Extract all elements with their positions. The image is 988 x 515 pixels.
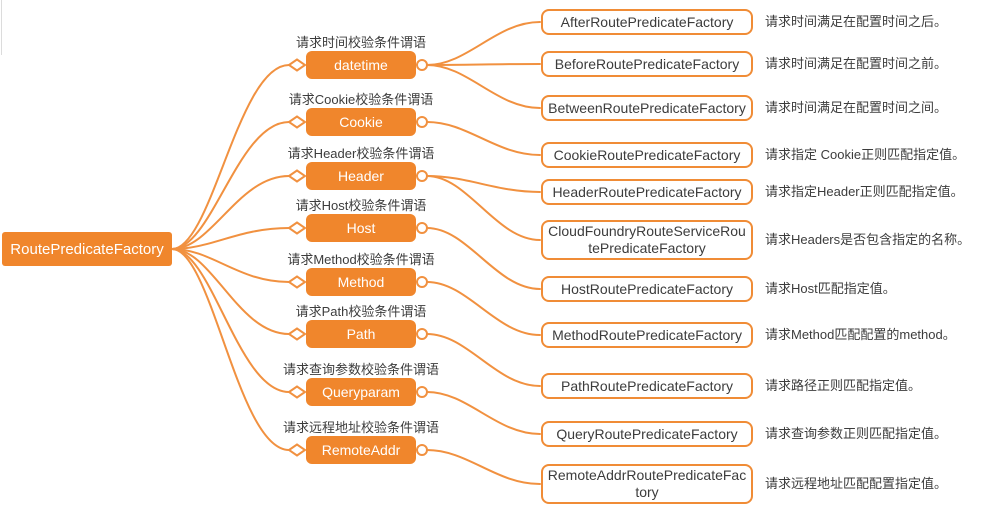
leaf-node-between[interactable]: BetweenRoutePredicateFactory — [541, 95, 753, 121]
root-connector-edges — [171, 64, 290, 451]
branch-connector-edges — [426, 21, 541, 485]
leaf-node-header[interactable]: HeaderRoutePredicateFactory — [541, 179, 753, 205]
branch-node-path[interactable]: Path — [306, 320, 416, 348]
leaf-description-remoteaddr: 请求远程地址匹配配置指定值。 — [765, 476, 948, 491]
branch-node-header[interactable]: Header — [306, 162, 416, 190]
leaf-node-path[interactable]: PathRoutePredicateFactory — [541, 373, 753, 399]
branch-caption-datetime: 请求时间校验条件谓语 — [295, 35, 427, 50]
leaf-description-query: 请求查询参数正则匹配指定值。 — [765, 426, 948, 441]
leaf-description-host: 请求Host匹配指定值。 — [765, 281, 896, 296]
leaf-node-before[interactable]: BeforeRoutePredicateFactory — [541, 51, 753, 77]
leaf-node-cloudfoundry[interactable]: CloudFoundryRouteServiceRoutePredicateFa… — [541, 220, 753, 260]
leaf-node-cookie[interactable]: CookieRoutePredicateFactory — [541, 142, 753, 168]
diamond-connector-icon — [287, 58, 307, 457]
screen-edge-artifact — [1, 0, 2, 55]
branch-node-remoteaddr[interactable]: RemoteAddr — [306, 436, 416, 464]
branch-node-method[interactable]: Method — [306, 268, 416, 296]
leaf-description-path: 请求路径正则匹配指定值。 — [765, 378, 922, 393]
branch-caption-queryparam: 请求查询参数校验条件谓语 — [282, 362, 440, 377]
branch-caption-remoteaddr: 请求远程地址校验条件谓语 — [282, 420, 440, 435]
leaf-description-header: 请求指定Header正则匹配指定值。 — [765, 184, 964, 199]
branch-caption-header: 请求Header校验条件谓语 — [287, 146, 435, 161]
branch-caption-path: 请求Path校验条件谓语 — [295, 304, 427, 319]
leaf-node-after[interactable]: AfterRoutePredicateFactory — [541, 9, 753, 35]
leaf-node-remoteaddr[interactable]: RemoteAddrRoutePredicateFactory — [541, 464, 753, 504]
leaf-node-host[interactable]: HostRoutePredicateFactory — [541, 276, 753, 302]
leaf-description-cookie: 请求指定 Cookie正则匹配指定值。 — [765, 147, 966, 162]
branch-caption-method: 请求Method校验条件谓语 — [287, 252, 435, 267]
branch-node-datetime[interactable]: datetime — [306, 51, 416, 79]
circle-connector-icon — [416, 59, 428, 456]
leaf-description-cloudfoundry: 请求Headers是否包含指定的名称。 — [765, 232, 971, 247]
branch-caption-host: 请求Host校验条件谓语 — [295, 198, 427, 213]
branch-node-host[interactable]: Host — [306, 214, 416, 242]
leaf-description-after: 请求时间满足在配置时间之后。 — [765, 14, 948, 29]
leaf-node-query[interactable]: QueryRoutePredicateFactory — [541, 421, 753, 447]
root-node-routepredicatefactory[interactable]: RoutePredicateFactory — [2, 232, 172, 266]
leaf-description-between: 请求时间满足在配置时间之间。 — [765, 100, 948, 115]
leaf-description-before: 请求时间满足在配置时间之前。 — [765, 56, 948, 71]
leaf-node-method[interactable]: MethodRoutePredicateFactory — [541, 322, 753, 348]
branch-node-cookie[interactable]: Cookie — [306, 108, 416, 136]
leaf-description-method: 请求Method匹配配置的method。 — [765, 327, 956, 342]
branch-node-queryparam[interactable]: Queryparam — [306, 378, 416, 406]
branch-caption-cookie: 请求Cookie校验条件谓语 — [288, 92, 434, 107]
